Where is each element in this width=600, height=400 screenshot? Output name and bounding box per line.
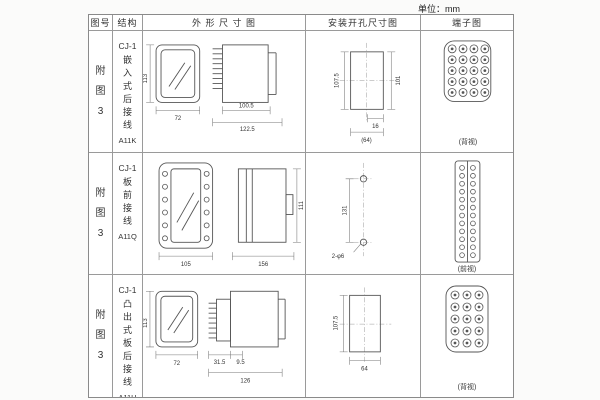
install-drawing-row2: 131 2-φ6 (306, 153, 421, 275)
install-drawing-row1: 107.5 101 16 (64) (306, 31, 421, 153)
terminal-caption: (背视) (458, 382, 477, 391)
dimension-spec-table: 图号 结构 外 形 尺 寸 图 安装开孔尺寸图 端子图 附图3 CJ-1 嵌入式… (88, 14, 514, 398)
terminal-pins (459, 165, 476, 258)
dim-depth1: 100.5 (239, 103, 255, 109)
unit-label: 单位：mm (418, 4, 460, 14)
dim-offset: 16 (372, 124, 379, 130)
install-hole-drawing-a11q: 131 2-φ6 (332, 162, 374, 260)
hole-spec-label: 2-φ6 (332, 254, 345, 260)
terminal-diagram-a11h: (背视) (445, 285, 489, 391)
fig-no-row2: 附图3 (89, 153, 113, 275)
type-code-label: A11H (118, 393, 136, 397)
dim-height: 113 (143, 73, 149, 83)
fig-no-text: 附图3 (95, 187, 106, 239)
outline-drawing-row2: 105 156 111 (143, 153, 306, 275)
terminal-diagram-a11q: (前视) (454, 160, 481, 273)
structure-row1: CJ-1 嵌入式后接线 A11K (113, 31, 143, 153)
terminal-caption: (前视) (458, 264, 477, 273)
terminal-drawing-row3: (背视) (421, 275, 513, 397)
dim-cutout-height: 107.5 (335, 72, 341, 88)
model-label: CJ-1 (118, 285, 137, 295)
model-label: CJ-1 (118, 163, 137, 173)
structure-row3: CJ-1 凸出式板后接线 A11H (113, 275, 143, 397)
dim-cutout-width: 64 (361, 367, 368, 373)
dim-depth: 126 (240, 379, 251, 385)
outline-drawing-row1: 113 72 100.5 122.5 (143, 31, 306, 153)
header-outline-dims: 外 形 尺 寸 图 (143, 15, 306, 31)
header-structure: 结构 (113, 15, 143, 31)
type-code-label: A11Q (118, 232, 137, 242)
dim-width: 72 (173, 361, 180, 367)
fig-no-text: 附图3 (95, 65, 106, 117)
terminal-drawing-row1: (背视) (421, 31, 513, 153)
terminal-pins (450, 290, 484, 348)
dim-height: 111 (299, 200, 305, 210)
structure-label: 凸出式板后接线 (122, 299, 132, 388)
dim-depth2: 122.5 (240, 127, 256, 133)
outline-drawing-a11h: 113 72 31.5 9.5 126 (143, 290, 286, 385)
dim-pin-length: 9.5 (236, 360, 245, 366)
dim-width: 72 (175, 116, 182, 122)
dim-cutout-width: (64) (361, 138, 372, 144)
terminal-pins (162, 170, 210, 242)
outline-drawing-a11k: 113 72 100.5 122.5 (143, 44, 283, 133)
dim-body: 31.5 (214, 360, 226, 366)
structure-label: 板前接线 (122, 177, 132, 227)
terminal-diagram-a11k: (背视) (443, 40, 492, 146)
terminal-drawing-row2: (前视) (421, 153, 513, 275)
fig-no-row1: 附图3 (89, 31, 113, 153)
dim-hole-pitch: 131 (343, 205, 349, 216)
outline-drawing-a11q: 105 156 111 (158, 162, 305, 268)
install-hole-drawing-a11h: 107.5 64 (334, 287, 392, 373)
outline-drawing-row3: 113 72 31.5 9.5 126 (143, 275, 306, 397)
header-fig-no: 图号 (89, 15, 113, 31)
terminal-caption: (背视) (459, 137, 478, 146)
dim-cutout-height: 107.5 (334, 315, 340, 331)
structure-row2: CJ-1 板前接线 A11Q (113, 153, 143, 275)
install-drawing-row3: 107.5 64 (306, 275, 421, 397)
model-label: CJ-1 (118, 41, 137, 51)
dim-height: 113 (143, 318, 149, 328)
install-hole-drawing-a11k: 107.5 101 16 (64) (335, 42, 402, 144)
dim-width: 105 (181, 262, 192, 268)
header-terminal-diagram: 端子图 (421, 15, 513, 31)
fig-no-text: 附图3 (95, 310, 106, 361)
fig-no-row3: 附图3 (89, 275, 113, 397)
structure-label: 嵌入式后接线 (122, 55, 132, 131)
terminal-pins (447, 44, 490, 97)
header-install-dims: 安装开孔尺寸图 (306, 15, 421, 31)
dim-cutout-height2: 101 (396, 75, 402, 86)
type-code-label: A11K (118, 136, 137, 146)
dim-depth: 156 (258, 262, 269, 268)
